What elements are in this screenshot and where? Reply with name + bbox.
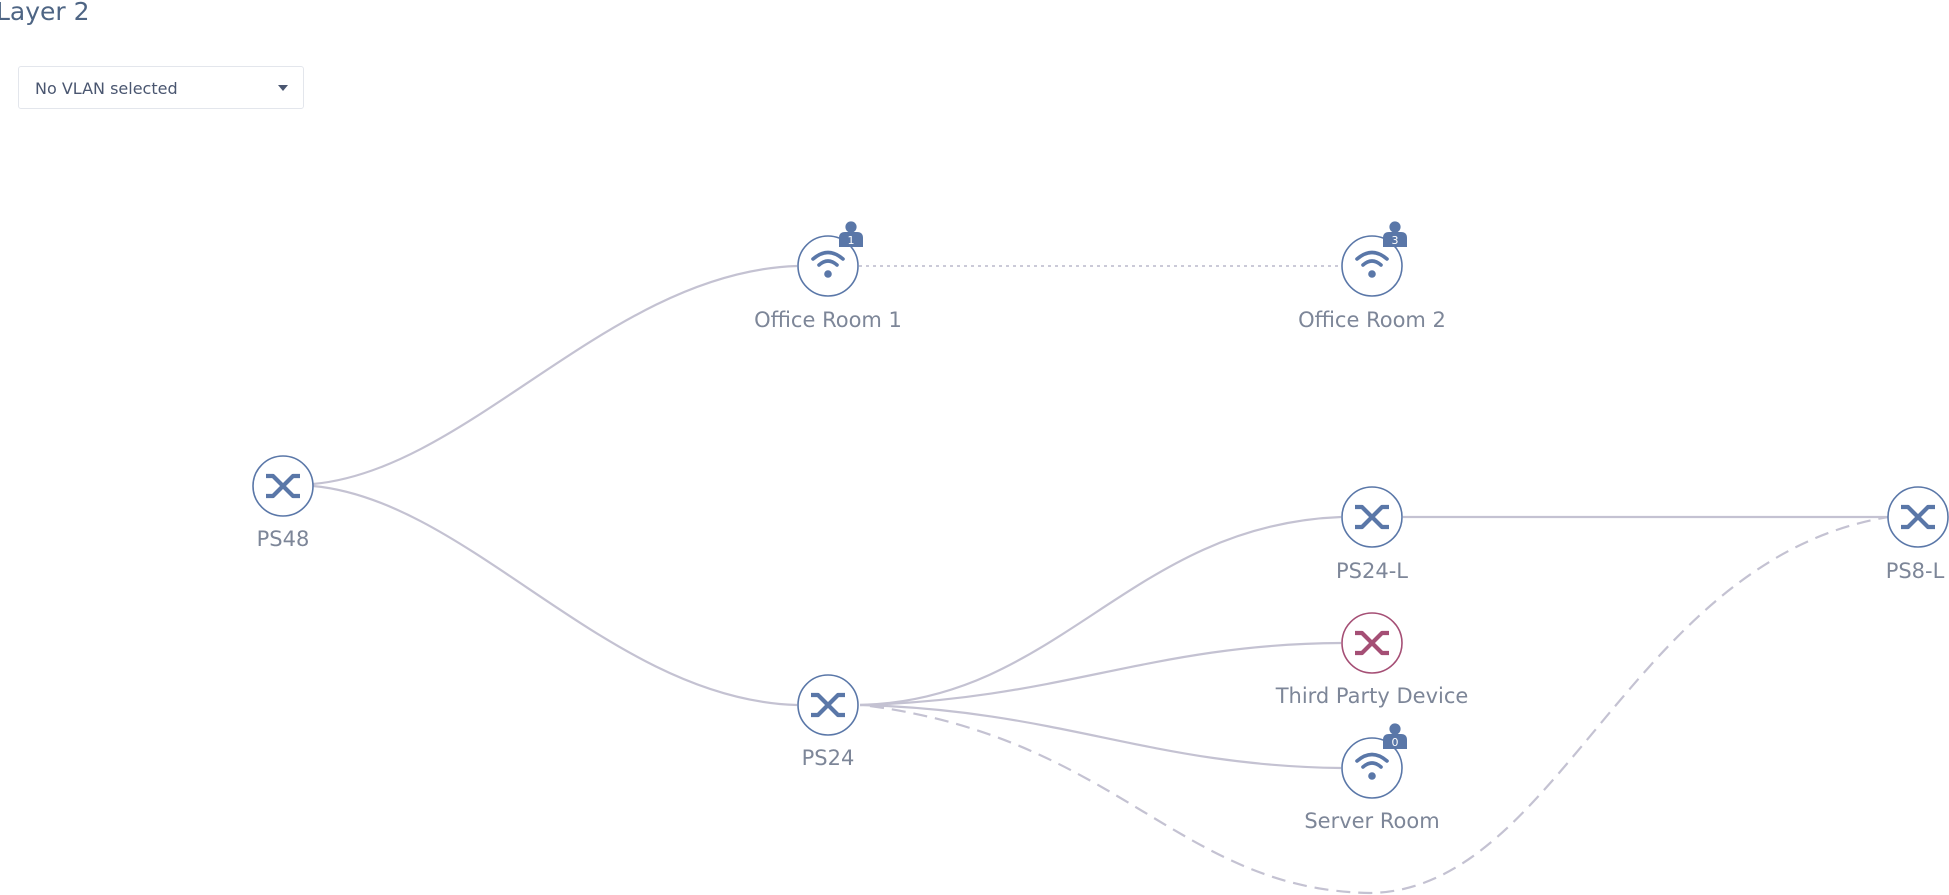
node-server-room[interactable]: 0 Server Room — [1304, 723, 1440, 833]
node-ps48[interactable]: PS48 — [252, 455, 314, 551]
node-label: Office Room 1 — [754, 308, 902, 332]
links — [312, 264, 1889, 895]
link-ps48-office-room-1 — [312, 264, 798, 486]
node-ring — [797, 235, 859, 297]
vlan-select[interactable]: No VLAN selected — [18, 66, 304, 109]
node-label: Office Room 2 — [1298, 308, 1446, 332]
node-label: PS24 — [802, 746, 855, 770]
node-label: PS8-L — [1886, 559, 1945, 583]
node-label: PS48 — [257, 527, 310, 551]
chevron-down-icon — [278, 85, 288, 91]
client-badge: 0 — [1383, 723, 1407, 749]
link-ps24-server-room — [859, 703, 1342, 770]
page-title: Layer 2 — [0, 0, 90, 26]
client-badge: 3 — [1383, 221, 1407, 247]
node-label: Third Party Device — [1275, 684, 1469, 708]
node-ps24[interactable]: PS24 — [797, 674, 859, 770]
node-ring — [1341, 737, 1403, 799]
link-ps24-ps8-l-dashed — [869, 515, 1889, 895]
link-ps48-ps24 — [312, 484, 798, 707]
node-third-party-device[interactable]: Third Party Device — [1275, 612, 1469, 708]
node-label: PS24-L — [1336, 559, 1408, 583]
node-ps24-l[interactable]: PS24-L — [1336, 486, 1408, 583]
client-badge: 1 — [839, 221, 863, 247]
vlan-select-value: No VLAN selected — [35, 79, 178, 98]
node-ps8-l[interactable]: PS8-L — [1886, 486, 1949, 583]
link-ps24-third-party-device — [859, 641, 1342, 707]
node-office-room-2[interactable]: 3 Office Room 2 — [1298, 221, 1446, 332]
link-ps24-ps24-l — [859, 515, 1342, 707]
client-count: 1 — [848, 234, 855, 247]
client-count: 0 — [1392, 736, 1399, 749]
node-ring — [1341, 235, 1403, 297]
client-count: 3 — [1392, 234, 1399, 247]
node-office-room-1[interactable]: 1 Office Room 1 — [754, 221, 902, 332]
node-label: Server Room — [1304, 809, 1439, 833]
